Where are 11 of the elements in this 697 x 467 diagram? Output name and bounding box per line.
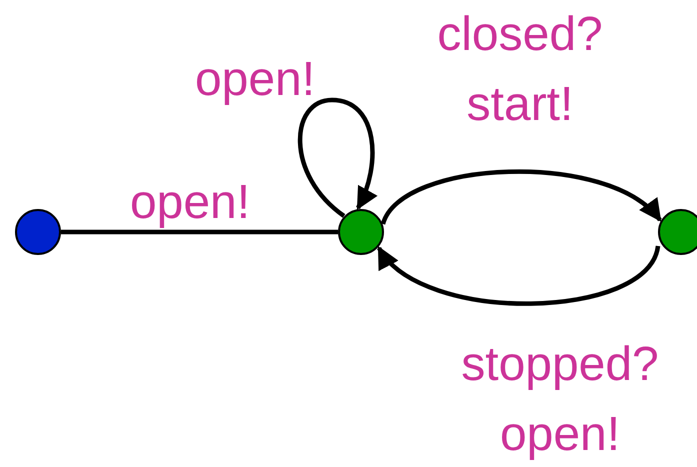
state-circle xyxy=(658,209,697,255)
connector-line xyxy=(61,230,338,234)
state-circle xyxy=(15,209,61,255)
state-circle xyxy=(338,209,384,255)
edge-label: closed? start! xyxy=(436,7,604,133)
arrow xyxy=(381,170,662,226)
arrow xyxy=(377,245,660,306)
edge-label: stopped? open! xyxy=(460,337,660,463)
edge-label: open! xyxy=(128,175,252,231)
edge-label: open! xyxy=(194,52,316,108)
arrow xyxy=(298,98,377,218)
